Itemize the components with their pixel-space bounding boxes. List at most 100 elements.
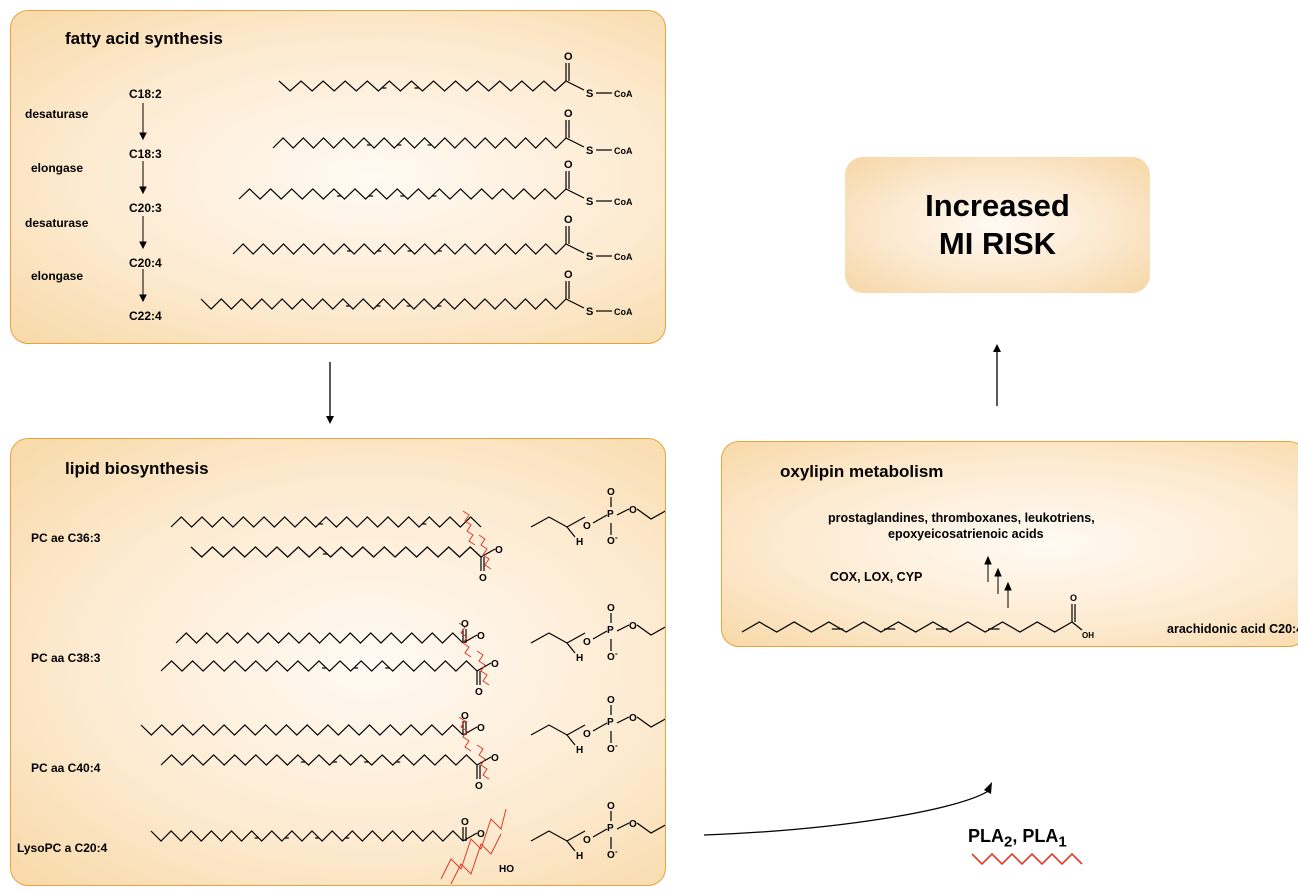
- ester-bond: [480, 548, 496, 558]
- pla-subscript: 2: [1004, 833, 1013, 851]
- oxygen-atom: O: [583, 729, 591, 740]
- down-arrow: [326, 362, 334, 424]
- hydrogen-atom: H: [576, 537, 583, 548]
- negative-charge: -: [615, 847, 618, 856]
- oxygen-atom: O: [477, 829, 485, 840]
- fatty-acyl-chain: [170, 516, 482, 528]
- cleavage-mark: [458, 622, 472, 658]
- species-label: C20:3: [129, 201, 162, 215]
- oxygen-atom: O: [583, 637, 591, 648]
- species-label: C18:3: [129, 147, 162, 161]
- curved-arrow: [703, 782, 992, 836]
- stereo-bond: [566, 642, 576, 654]
- phosphate-bond: [592, 828, 608, 838]
- oxygen-atom: O: [583, 521, 591, 532]
- products-text: epoxyeicosatrienoic acids: [888, 527, 1044, 541]
- pla-name: PLA: [1022, 826, 1059, 846]
- enzyme-label: desaturase: [25, 216, 89, 230]
- coa-group: CoA: [614, 146, 633, 156]
- oxygen-atom: O: [477, 631, 485, 642]
- carboxyl-bond: [1071, 621, 1083, 631]
- oxygen-atom: O: [607, 801, 615, 812]
- ester-bond: [462, 634, 478, 644]
- pla-separator: ,: [1012, 826, 1023, 846]
- stereo-bond: [566, 840, 576, 852]
- oxygen-atom: O: [629, 505, 637, 516]
- glycerol-backbone: [530, 724, 586, 736]
- oxygen-atom: O: [607, 652, 615, 663]
- oxygen-atom: O: [629, 819, 637, 830]
- choline-chain: [636, 716, 665, 728]
- enzymes-text: COX, LOX, CYP: [830, 570, 923, 584]
- oxygen-atom: O: [477, 723, 485, 734]
- acyl-chain: [200, 298, 567, 310]
- enzyme-label: elongase: [31, 161, 84, 175]
- hydroxyl-group: HO: [499, 864, 514, 875]
- oxygen-atom: O: [564, 214, 573, 226]
- phosphorus-atom: P: [607, 823, 614, 834]
- fatty-acyl-chain: [140, 724, 464, 736]
- coa-group: CoA: [614, 197, 633, 207]
- thioester-bond: [565, 188, 585, 199]
- lipid-biosynthesis-panel: lipid biosynthesis PC ae C36:3 PC aa C38…: [10, 438, 666, 886]
- oxygen-atom: O: [607, 744, 615, 755]
- stereo-bond: [566, 526, 576, 538]
- sulfur-atom: S: [586, 196, 593, 208]
- oxygen-atom: O: [564, 269, 573, 281]
- phosphate-bond: [616, 508, 630, 516]
- sulfur-atom: S: [586, 251, 593, 263]
- enzyme-label: elongase: [31, 269, 84, 283]
- oxygen-atom: O: [564, 108, 573, 120]
- panel-title: oxylipin metabolism: [780, 462, 944, 481]
- oxygen-atom: O: [607, 850, 615, 861]
- enzyme-label: desaturase: [25, 107, 89, 121]
- substrate-label: arachidonic acid C20:4: [1167, 622, 1298, 636]
- oxygen-atom: O: [475, 781, 483, 792]
- phospholipid-structures: OPOO-ON+HOOOOOPOO-ON+HOOOOOPOO-ON+HOOOOO…: [140, 487, 665, 885]
- phosphorus-atom: P: [607, 509, 614, 520]
- cleavage-mark: [450, 833, 502, 885]
- oxygen-atom: O: [491, 659, 499, 670]
- hydrogen-atom: H: [576, 653, 583, 664]
- oxygen-atom: O: [564, 159, 573, 171]
- mi-risk-box: Increased MI RISK: [845, 157, 1150, 293]
- acyl-chain: [272, 137, 567, 149]
- phosphate-bond: [592, 514, 608, 524]
- phosphate-bond: [592, 630, 608, 640]
- products-text: prostaglandines, thromboxanes, leukotrie…: [828, 511, 1095, 525]
- oxygen-atom: O: [491, 753, 499, 764]
- panel-title: lipid biosynthesis: [65, 459, 209, 478]
- pla-name: PLA: [968, 826, 1004, 846]
- oxygen-atom: O: [607, 603, 615, 614]
- sulfur-atom: S: [586, 145, 593, 157]
- species-label: C22:4: [129, 309, 162, 323]
- ester-bond: [462, 832, 478, 842]
- oxygen-atom: O: [607, 695, 615, 706]
- choline-chain: [636, 624, 665, 636]
- stereo-bond: [566, 734, 576, 746]
- cleavage-mark: [476, 744, 490, 780]
- cleaved-chain-icon: [971, 852, 1083, 866]
- phospholipase-label: PLA2, PLA1: [968, 826, 1067, 851]
- thioester-bond: [565, 243, 585, 254]
- lipid-label: PC ae C36:3: [31, 531, 101, 545]
- thioester-bond: [565, 80, 585, 91]
- pla-subscript: 1: [1058, 833, 1067, 851]
- coa-group: CoA: [614, 307, 633, 317]
- negative-charge: -: [615, 533, 618, 542]
- glycerol-backbone: [530, 632, 586, 644]
- lipid-label: LysoPC a C20:4: [17, 841, 108, 855]
- sulfur-atom: S: [586, 306, 593, 318]
- hydrogen-atom: H: [576, 851, 583, 862]
- oxygen-atom: O: [475, 687, 483, 698]
- phosphorus-atom: P: [607, 625, 614, 636]
- oxygen-atom: O: [479, 573, 487, 584]
- fatty-acid-synthesis-panel: fatty acid synthesis C18:2 C18:3 C20:3 C…: [10, 10, 666, 344]
- cleavage-mark: [478, 534, 492, 570]
- oxygen-atom: O: [495, 545, 503, 556]
- fatty-acyl-chain: [160, 754, 478, 766]
- negative-charge: -: [615, 741, 618, 750]
- acyl-chain: [238, 188, 567, 200]
- cleavage-mark: [476, 650, 490, 686]
